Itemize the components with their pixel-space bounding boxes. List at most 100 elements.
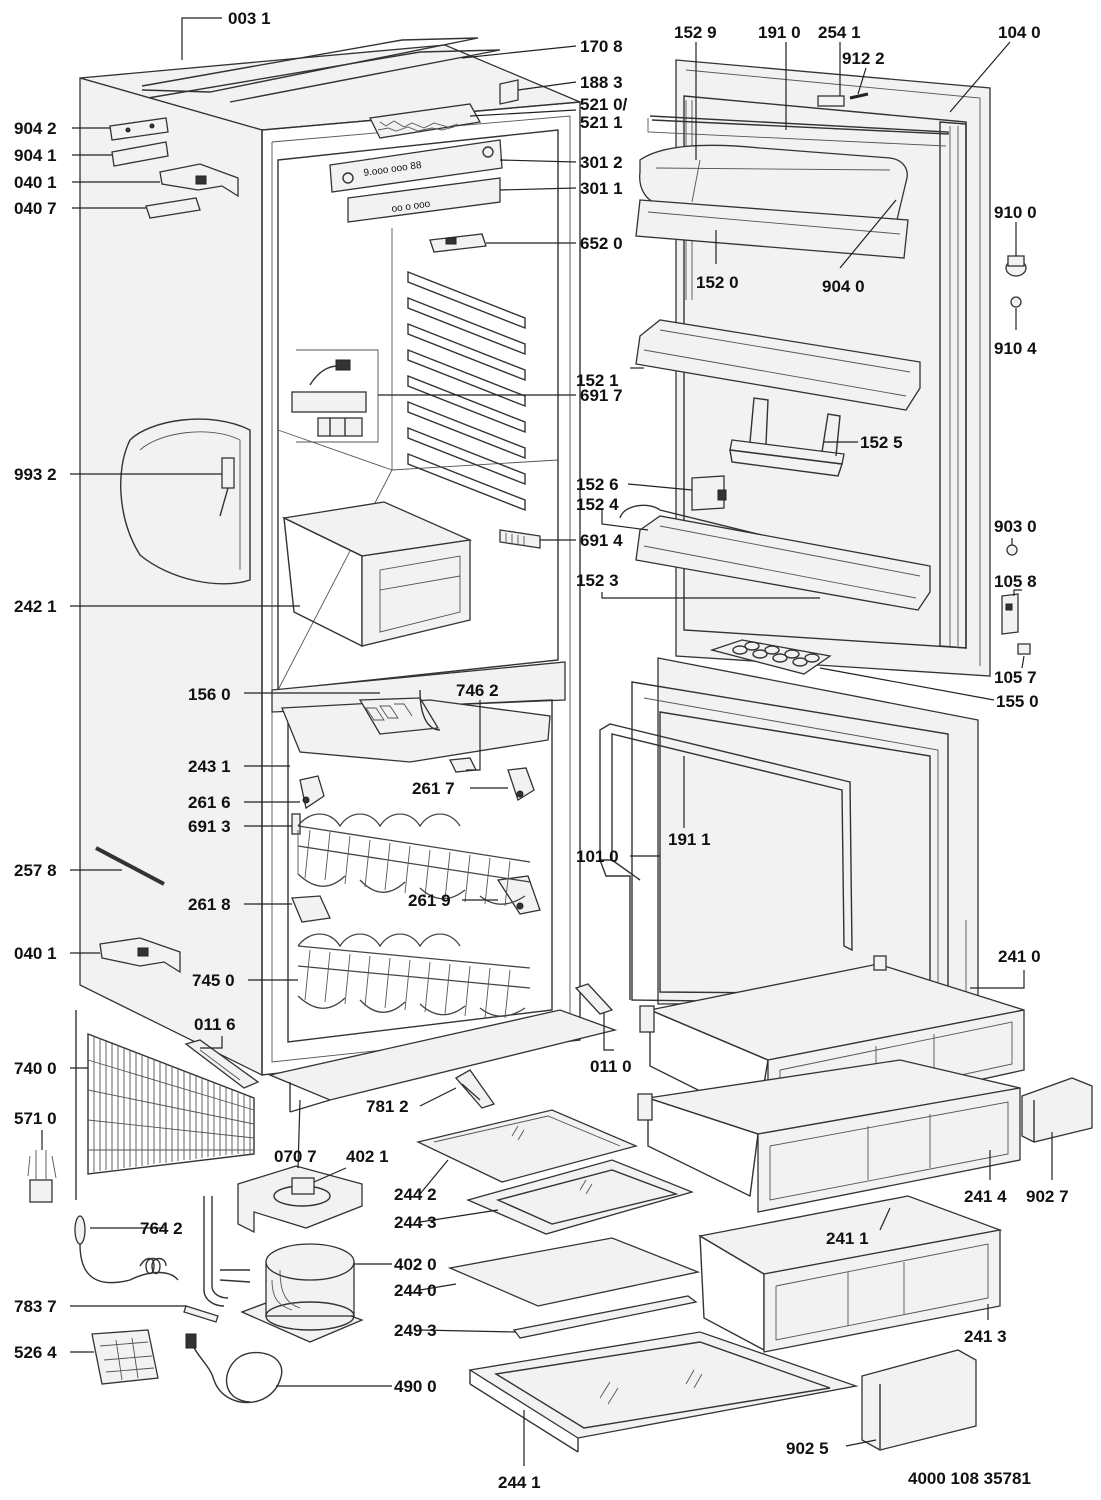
label-490-0: 490 0 — [394, 1377, 437, 1396]
freezer-evaporator-upper — [297, 813, 531, 907]
label-904-2: 904 2 — [14, 119, 57, 138]
label-261-7: 261 7 — [412, 779, 455, 798]
label-243-1: 243 1 — [188, 757, 231, 776]
label-241-3: 241 3 — [964, 1327, 1007, 1346]
part-571-0-relay — [27, 1150, 57, 1203]
label-188-3: 188 3 — [580, 73, 623, 92]
part-902-5-handle — [861, 1349, 977, 1451]
label-152-0: 152 0 — [696, 273, 739, 292]
label-241-4: 241 4 — [964, 1187, 1007, 1206]
part-155-0-egg-tray — [709, 639, 832, 675]
part-904-1-bracket — [111, 141, 169, 167]
label-242-1: 242 1 — [14, 597, 57, 616]
label-244-3: 244 3 — [394, 1213, 437, 1232]
label-105-7: 105 7 — [994, 668, 1037, 687]
label-152-3: 152 3 — [576, 571, 619, 590]
part-261-7-clip — [507, 767, 535, 801]
label-903-0: 903 0 — [994, 517, 1037, 536]
part-904-2-bracket — [109, 117, 169, 141]
label-170-8: 170 8 — [580, 37, 623, 56]
label-301-2: 301 2 — [580, 153, 623, 172]
label-764-2: 764 2 — [140, 1219, 183, 1238]
part-910-4-screw — [1010, 296, 1022, 308]
part-521-0-lamp-cover — [369, 103, 482, 139]
label-521-1: 521 1 — [580, 113, 623, 132]
part-011-6-rail — [184, 1039, 260, 1089]
part-912-2-screw — [849, 92, 869, 100]
label-070-7: 070 7 — [274, 1147, 317, 1166]
label-152-9: 152 9 — [674, 23, 717, 42]
label-254-1: 254 1 — [818, 23, 861, 42]
label-244-1: 244 1 — [498, 1473, 541, 1492]
part-261-6-clip — [299, 775, 325, 810]
label-746-2: 746 2 — [456, 681, 499, 700]
label-521-0: 521 0/ — [580, 95, 628, 114]
part-764-2-sensor-tube — [74, 1215, 179, 1284]
label-244-2: 244 2 — [394, 1185, 437, 1204]
label-526-4: 526 4 — [14, 1343, 57, 1362]
part-244-0-glass-shelf — [447, 1237, 701, 1307]
part-301-1-control-panel: oo o ooo — [347, 177, 501, 223]
label-244-0: 244 0 — [394, 1281, 437, 1300]
part-152-6 — [691, 475, 727, 511]
part-993-2-side-panel — [119, 418, 251, 585]
label-402-1: 402 1 — [346, 1147, 389, 1166]
part-254-1 — [817, 95, 845, 107]
part-910-0-hinge-pin — [1005, 255, 1027, 277]
part-781-2 — [454, 1069, 496, 1109]
label-040-7: 040 7 — [14, 199, 57, 218]
part-244-2-glass-shelf — [416, 1109, 638, 1183]
part-745-0-evaporator — [297, 933, 531, 1019]
part-301-2-display: 9.ooo ooo 88 — [329, 139, 503, 193]
part-152-3-bottle-shelf — [635, 515, 931, 611]
label-902-7: 902 7 — [1026, 1187, 1069, 1206]
label-691-3: 691 3 — [188, 817, 231, 836]
part-105-8-hinge — [1001, 593, 1019, 635]
freezer-door — [631, 657, 979, 1005]
label-912-2: 912 2 — [842, 49, 885, 68]
label-152-4: 152 4 — [576, 495, 619, 514]
label-152-6: 152 6 — [576, 475, 619, 494]
label-101-0: 101 0 — [576, 847, 619, 866]
label-652-0: 652 0 — [580, 234, 623, 253]
part-labels: 003 1 170 8 188 3 521 0/ 521 1 301 2 301… — [14, 9, 1069, 1492]
label-152-1: 152 1 — [576, 371, 619, 390]
document-number: 4000 108 35781 — [908, 1469, 1031, 1488]
part-783-7 — [183, 1305, 219, 1323]
part-040-1-hinge-bottom — [99, 937, 181, 974]
label-910-4: 910 4 — [994, 339, 1037, 358]
label-261-9: 261 9 — [408, 891, 451, 910]
label-910-0: 910 0 — [994, 203, 1037, 222]
part-257-8-bar — [95, 846, 165, 886]
part-152-1-door-shelf — [635, 319, 921, 411]
label-261-6: 261 6 — [188, 793, 231, 812]
part-241-1-drawer — [698, 1195, 1003, 1353]
label-301-1: 301 1 — [580, 179, 623, 198]
label-257-8: 257 8 — [14, 861, 57, 880]
part-902-7-handle — [1021, 1077, 1093, 1143]
leader-lines — [41, 17, 1053, 1466]
label-402-0: 402 0 — [394, 1255, 437, 1274]
part-402-0-compressor — [240, 1243, 364, 1343]
label-040-1-bottom: 040 1 — [14, 944, 57, 963]
label-104-0: 104 0 — [998, 23, 1041, 42]
part-249-3-trim — [512, 1295, 698, 1339]
part-490-0-power-cord — [185, 1333, 283, 1404]
label-745-0: 745 0 — [192, 971, 235, 990]
label-191-1: 191 1 — [668, 830, 711, 849]
part-691-7-sensor-kit — [291, 349, 379, 443]
display-text-2: oo o ooo — [391, 199, 432, 215]
part-011-0-rail — [574, 983, 614, 1015]
label-011-6: 011 6 — [194, 1015, 236, 1034]
part-105-7 — [1017, 643, 1031, 655]
label-571-0: 571 0 — [14, 1109, 57, 1128]
label-783-7: 783 7 — [14, 1297, 57, 1316]
label-241-1: 241 1 — [826, 1229, 869, 1248]
label-241-0: 241 0 — [998, 947, 1041, 966]
part-242-1-crisper — [281, 501, 473, 648]
part-402-1-compressor-mount — [237, 1165, 363, 1234]
label-249-3: 249 3 — [394, 1321, 437, 1340]
label-902-5: 902 5 — [786, 1439, 829, 1458]
part-040-1-hinge-top — [159, 163, 239, 198]
